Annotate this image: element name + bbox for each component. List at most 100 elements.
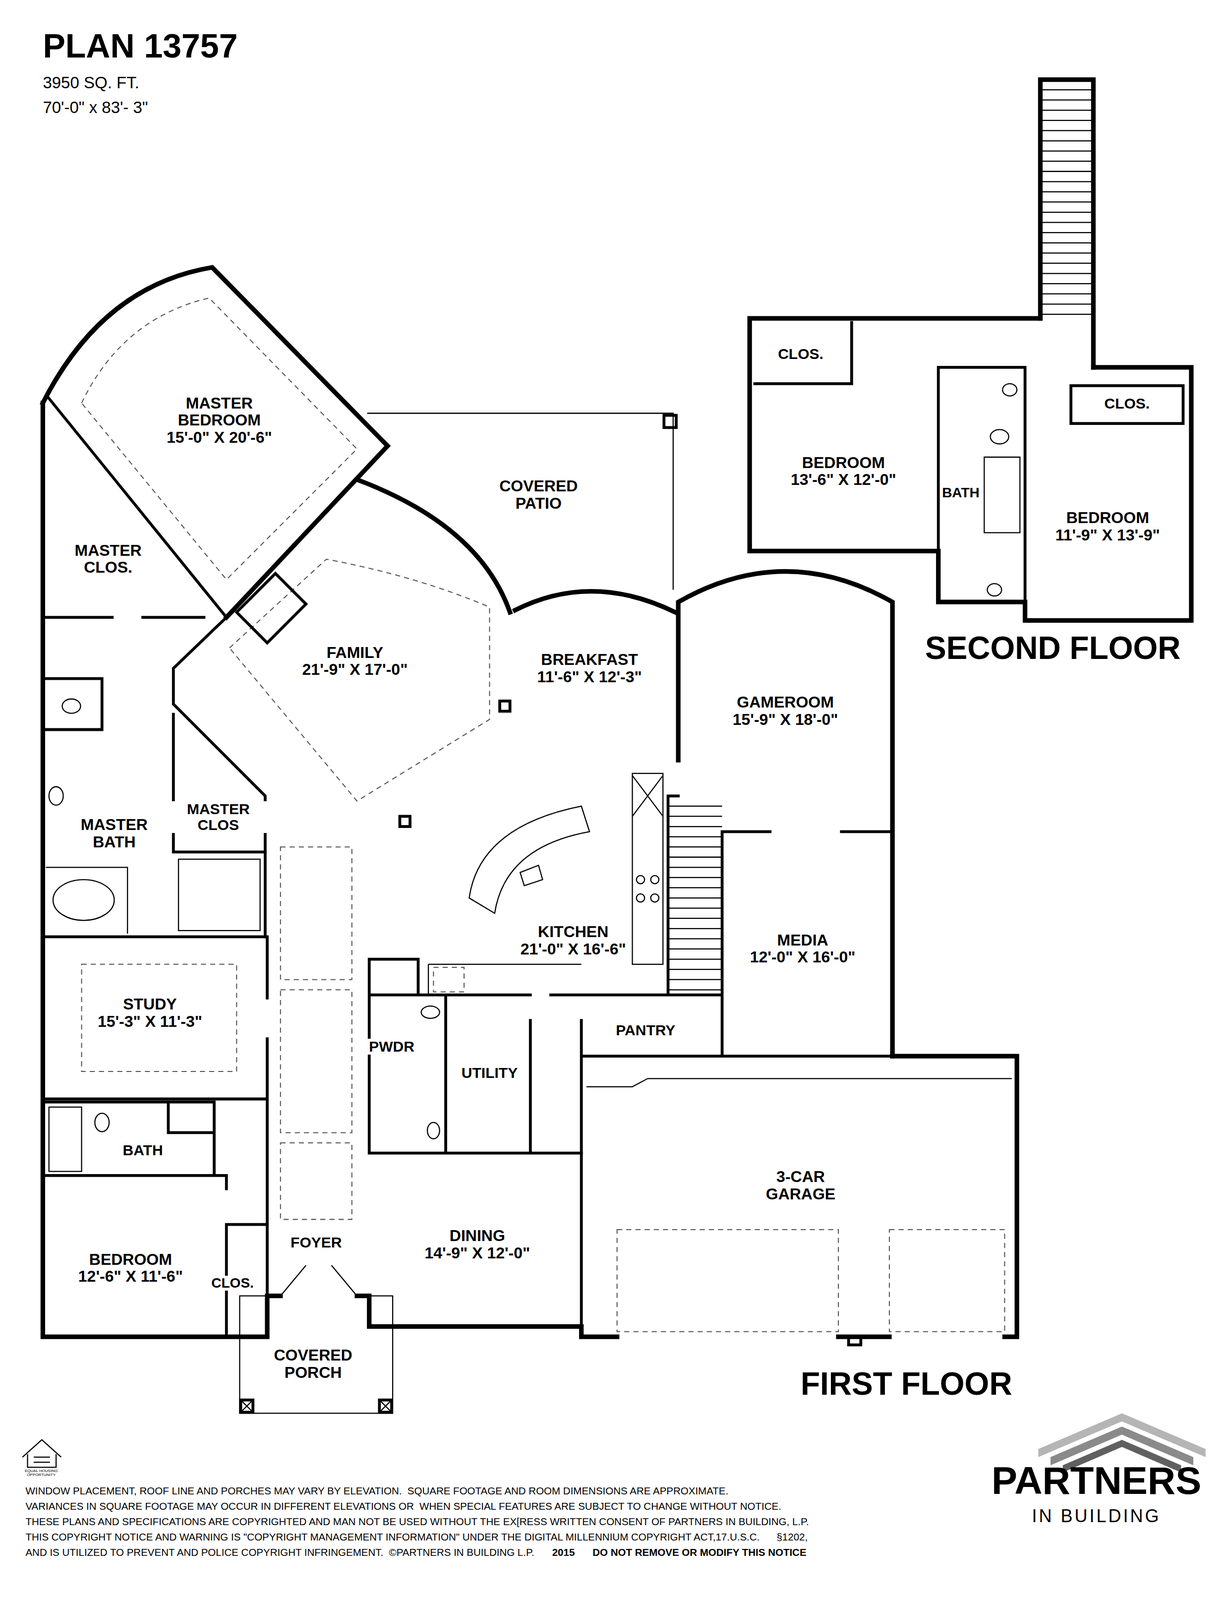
room-name: MASTER CLOS — [165, 801, 272, 834]
sink — [520, 865, 543, 886]
room: CLOS. — [206, 1273, 259, 1293]
room-name: MASTER BATH — [61, 816, 168, 851]
tub — [49, 1107, 82, 1172]
sink — [987, 583, 1002, 596]
room: MASTER BEDROOM15'-0" X 20'-6" — [161, 392, 278, 449]
room-dimension: 15'-3" X 11'-3" — [95, 1012, 205, 1031]
post — [848, 1336, 862, 1345]
tray-ceiling — [229, 559, 490, 802]
room: BATH — [936, 483, 985, 503]
tub — [53, 879, 115, 921]
plan-title: PLAN 13757 — [42, 28, 238, 63]
sink — [427, 1122, 440, 1139]
room: BEDROOM12'-6" X 11'-6" — [73, 1248, 188, 1287]
toilet — [61, 699, 81, 714]
legal-notice: VARIANCES IN SQUARE FOOTAGE MAY OCCUR IN… — [25, 1500, 781, 1513]
floor-title: FIRST FLOOR — [800, 1365, 1013, 1403]
room-name: CLOS. — [1102, 395, 1152, 412]
wall — [356, 1055, 1017, 1337]
appliance — [433, 967, 465, 992]
wall — [550, 795, 893, 1327]
room-name: BEDROOM — [800, 454, 887, 472]
room-name: KITCHEN — [535, 923, 611, 941]
toilet — [990, 429, 1009, 444]
wall — [42, 936, 268, 1296]
legal-notice: AND IS UTILIZED TO PREVENT AND POLICE CO… — [25, 1546, 534, 1559]
island — [468, 806, 590, 914]
floor-title: SECOND FLOOR — [925, 630, 1181, 667]
cooktop — [636, 875, 645, 884]
fireplace — [236, 573, 306, 644]
room-name: 3-CAR GARAGE — [747, 1168, 854, 1203]
patio-outline — [367, 413, 674, 590]
company-logo-text: IN BUILDING — [1032, 1505, 1162, 1526]
room-dimension: 13'-6" X 12'-0" — [788, 470, 899, 489]
front-door — [280, 1265, 357, 1296]
room-dimension: 15'-9" X 18'-0" — [730, 710, 841, 729]
room-dimension: 14'-9" X 12'-0" — [422, 1244, 532, 1262]
sink — [49, 786, 64, 806]
wall — [749, 318, 1192, 621]
plan-spec: 70'-0" x 83'- 3" — [42, 98, 148, 117]
tray-ceiling — [81, 297, 357, 580]
room-name: COVERED PATIO — [485, 477, 592, 512]
wall — [42, 1102, 268, 1337]
column — [399, 816, 410, 827]
cooktop — [636, 893, 645, 902]
room: CLOS. — [1099, 393, 1155, 414]
logo-roof — [1038, 1412, 1206, 1457]
room: KITCHEN21'-0" X 16'-6" — [515, 921, 632, 960]
legal-notice: THIS COPYRIGHT NOTICE AND WARNING IS "CO… — [25, 1530, 808, 1543]
room: BEDROOM11'-9" X 13'-9" — [1050, 507, 1166, 546]
company-logo-text: PARTNERS — [991, 1458, 1202, 1504]
room: CLOS. — [772, 344, 829, 364]
room: BREAKFAST11'-6" X 12'-3" — [532, 648, 647, 688]
legal-notice: WINDOW PLACEMENT, ROOF LINE AND PORCHES … — [25, 1484, 729, 1497]
sink — [1002, 383, 1017, 397]
room-name: MEDIA — [775, 931, 831, 949]
room-name: FAMILY — [324, 643, 386, 662]
legal-notice: EQUAL HOUSING OPPORTUNITY — [21, 1468, 61, 1478]
room: FAMILY21'-9" X 17'-0" — [297, 642, 413, 681]
room-name: BEDROOM — [1064, 509, 1152, 527]
room-name: BATH — [939, 485, 982, 501]
room-name: BEDROOM — [87, 1250, 175, 1269]
room-name: DINING — [447, 1227, 508, 1245]
toilet — [94, 1112, 110, 1132]
room: MEDIA12'-0" X 16'-0" — [745, 929, 861, 968]
room-dimension: 12'-0" X 16'-0" — [748, 948, 858, 966]
stair — [1040, 89, 1094, 315]
room-dimension: 11'-9" X 13'-9" — [1053, 526, 1163, 544]
room-name: PWDR — [366, 1038, 417, 1055]
room: BATH — [117, 1140, 168, 1161]
room-name: BATH — [120, 1142, 165, 1159]
wall — [754, 322, 1183, 621]
garage-step — [586, 1078, 1012, 1087]
garage-door — [617, 1229, 839, 1332]
room-dimension: 21'-0" X 16'-6" — [518, 940, 629, 958]
post — [663, 415, 677, 428]
room: FOYER — [285, 1232, 347, 1253]
room: MASTER BATH — [58, 814, 171, 853]
room: PWDR — [363, 1036, 420, 1057]
room: MASTER CLOS. — [52, 539, 165, 579]
legal-notice: THESE PLANS AND SPECIFICATIONS ARE COPYR… — [25, 1515, 809, 1528]
room: COVERED PORCH — [257, 1344, 369, 1383]
wall — [42, 617, 204, 730]
room-name: MASTER BEDROOM — [166, 394, 273, 429]
room-dimension: 11'-6" X 12'-3" — [535, 668, 644, 686]
room-dimension: 15'-0" X 20'-6" — [164, 428, 275, 447]
room-name: STUDY — [120, 995, 179, 1013]
room-name: CLOS. — [775, 346, 826, 362]
column — [499, 701, 511, 712]
room-name: CLOS. — [209, 1275, 256, 1291]
room-name: MASTER CLOS. — [55, 541, 162, 577]
shower — [178, 859, 261, 931]
room: DINING14'-9" X 12'-0" — [419, 1225, 535, 1264]
room-name: GAMEROOM — [734, 693, 836, 711]
room: 3-CAR GARAGE — [744, 1166, 857, 1205]
room: MASTER CLOS — [162, 799, 275, 836]
tray-ceiling — [81, 964, 237, 1072]
room-dimension: 12'-6" X 11'-6" — [76, 1267, 185, 1286]
